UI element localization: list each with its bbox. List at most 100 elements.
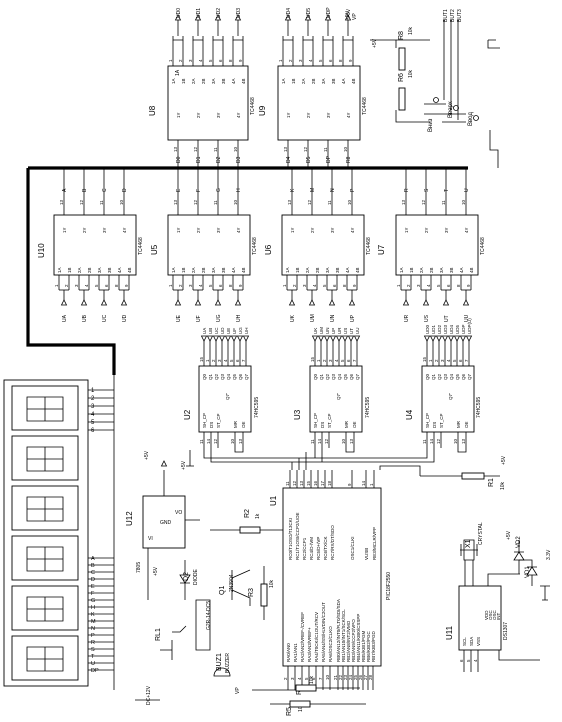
u10-in-net: UC xyxy=(102,314,108,322)
u2-q-pin: 4 xyxy=(223,359,228,362)
u8-pin-num: 8 xyxy=(228,59,233,62)
u10-in-label: 4B xyxy=(127,267,132,273)
u1-rb-label: RB0/AN12/INT0/FLT0/SDI/SDA xyxy=(336,599,341,662)
u3-q-pin: 1 xyxy=(316,359,321,362)
u3-ctrl-label: SH_CP xyxy=(313,413,318,428)
u8-in-label: 3B xyxy=(221,78,226,84)
u5-in-label: 3A xyxy=(211,267,216,273)
u6-in-pin: 9 xyxy=(352,284,357,287)
u1-rb-label: RB6/KBI2/PGC xyxy=(366,630,371,662)
button-net-3: BUT3 xyxy=(457,9,463,22)
u2-q-label: Q7 xyxy=(244,373,249,380)
u4-ctrl-pin: 11 xyxy=(422,439,427,444)
u7-out-net: S xyxy=(424,188,430,192)
u8-top-net: UD2 xyxy=(216,8,222,18)
x1-ref: X1 xyxy=(465,539,472,548)
u1-ra-label: RA2/AN2/VREF-/CVREF xyxy=(300,612,305,662)
u4-ctrl-pin: 14 xyxy=(429,438,434,444)
u8-out-pin: 11 xyxy=(213,147,218,152)
u8-part: TC4468 xyxy=(250,97,256,115)
u8-in-label: 2A xyxy=(191,78,196,84)
u3-q-net: UR xyxy=(337,327,342,334)
u1-rb-pin: 26 xyxy=(358,674,363,680)
u3-ctrl-label: MR xyxy=(344,420,349,428)
u5-in-pin: 4 xyxy=(198,284,203,287)
u6-in-pin: 6 xyxy=(332,284,337,287)
d2-value: DIODE xyxy=(193,569,199,586)
u11-left-pin: 4 xyxy=(473,659,478,662)
button-label-down: Вниз xyxy=(428,118,434,132)
u7-out-net: R xyxy=(404,188,410,192)
u8-in-label: 2B xyxy=(201,78,206,84)
u4-q-pin: 6 xyxy=(458,359,463,362)
u8-in-label: 4A xyxy=(231,78,236,84)
buz1-value: BUZZER xyxy=(225,653,231,673)
u3-q-net: UK xyxy=(313,328,318,334)
u5-net-arrow xyxy=(214,299,222,306)
u3-q-net: US xyxy=(343,328,348,334)
u9-pin-num: 3 xyxy=(298,59,303,62)
u1-ra-pin: 4 xyxy=(297,677,302,680)
u3-q-pin: 6 xyxy=(346,359,351,362)
power-5v-relay: +5V xyxy=(153,566,159,576)
display-digit-label: 1 xyxy=(91,388,95,394)
u8-ref: U8 xyxy=(148,105,157,116)
r3-body xyxy=(260,583,268,607)
display-segment-label: R xyxy=(91,640,95,646)
u2-q-net: UB xyxy=(208,328,213,334)
u3-ctrl-pin: 12 xyxy=(324,438,329,444)
u8-pin-num: 5 xyxy=(208,59,213,62)
diode-wiring xyxy=(518,540,550,601)
u6-in-label: 1A xyxy=(285,267,290,273)
power-5v-r1: +5V xyxy=(501,455,507,465)
u4-ctrl-label: SH_CP xyxy=(425,413,430,428)
u3-q-arrow xyxy=(347,335,355,342)
u1-ra-pin: 10 xyxy=(325,674,330,680)
u8-top-net: UD3 xyxy=(236,8,242,18)
u5-net-arrow xyxy=(194,299,202,306)
u4-q-net: UDP(U) xyxy=(467,318,472,334)
u7-in-label: 4B xyxy=(469,267,474,273)
u1-rb-label: RB4/AN11/KBI0/CSSPP xyxy=(356,614,361,662)
u11-right-label: INT xyxy=(496,613,501,621)
shift-latch-bus xyxy=(210,448,435,463)
display-digit-label: 6 xyxy=(91,428,95,434)
button-contacts xyxy=(424,103,466,123)
rtc-u11: U11 DS1307 xyxy=(445,585,509,651)
u8-in-0: 1A xyxy=(175,69,181,76)
r6-body xyxy=(398,87,406,111)
u6-in-label: 4B xyxy=(355,267,360,273)
main-bus xyxy=(26,166,468,375)
u10-ref: U10 xyxy=(37,243,46,258)
u2-q-pin: 1 xyxy=(205,359,210,362)
u6-out-label: 3Y xyxy=(330,227,335,233)
q1-symbol xyxy=(231,569,251,606)
u4-q-net: UD2 xyxy=(437,325,442,334)
u1-rc-label: RC0/T1OSO/T13CKI xyxy=(288,518,293,560)
u9-in-label: 3A xyxy=(321,78,326,84)
u1-ra-label: RA3/AN3/VREF+ xyxy=(307,627,312,662)
u3-q7s-label: Q7' xyxy=(336,393,341,400)
display-segment-label: A xyxy=(91,556,95,562)
u4-ref: U4 xyxy=(405,409,414,420)
power-5v-rtc: +5V xyxy=(506,530,512,540)
pull-resistor-wiring xyxy=(252,687,366,705)
buz1-ref: BUZ1 xyxy=(216,653,223,671)
u6-in-label: 2A xyxy=(305,267,310,273)
display-segment-label: P xyxy=(91,633,95,639)
display-digit-label: 4 xyxy=(91,412,95,418)
display-segment-label: K xyxy=(91,612,95,618)
u3-q-label: Q3 xyxy=(331,373,336,380)
u9-net-arrow xyxy=(324,14,332,21)
u9-out-pin: 10 xyxy=(343,146,348,152)
u8-pin-num: 2 xyxy=(178,59,183,62)
u4-part: 74HC595 xyxy=(476,397,482,418)
u6-out-pin: 12 xyxy=(307,199,312,205)
u7-out-net: U xyxy=(464,188,470,192)
mcu-to-shift-wires xyxy=(291,452,307,470)
u3-q-pin: 3 xyxy=(328,359,333,362)
u10-in-pin: 1 xyxy=(54,284,59,287)
u1-misc-pin: 1 xyxy=(369,483,374,486)
u10-in-label: 1A xyxy=(57,267,62,273)
u7-in-net: UU xyxy=(464,314,470,322)
